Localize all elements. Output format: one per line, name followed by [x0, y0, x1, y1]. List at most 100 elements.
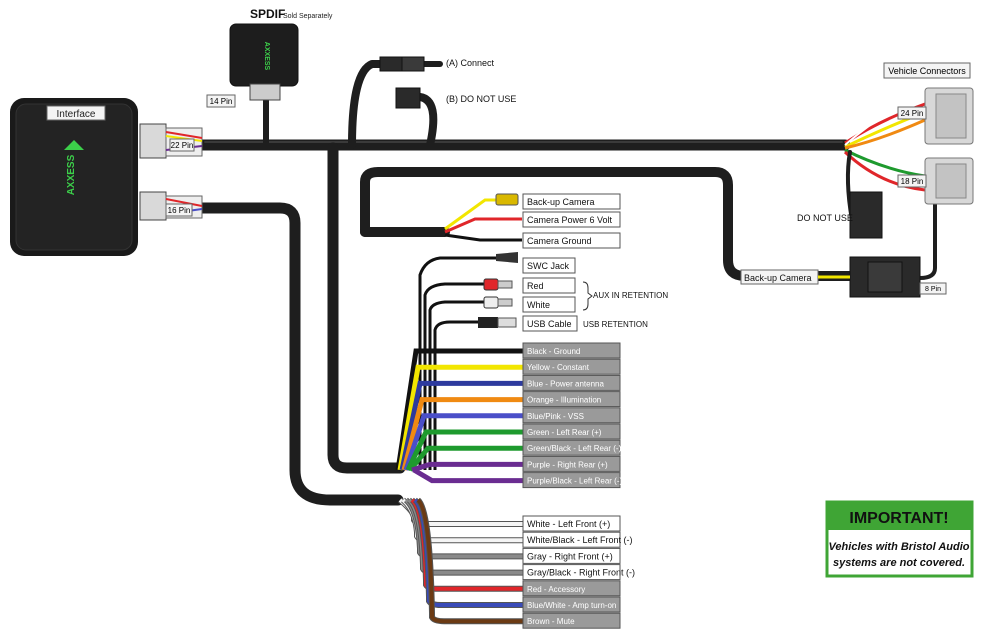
axxess-logo: AXXESS — [66, 154, 77, 195]
do-not-use-side-label: DO NOT USE — [797, 213, 853, 223]
upper-wire-label-0-text: Black - Ground — [527, 347, 580, 356]
upper-wire-label-2: Blue - Power antenna — [522, 374, 621, 391]
upper-wire-label-0: Black - Ground — [522, 342, 621, 359]
upper-wire-label-1: Yellow - Constant — [522, 358, 621, 375]
16pin-harness-cable — [196, 202, 404, 506]
upper-wire-label-5-text: Green - Left Rear (+) — [527, 428, 602, 437]
camera-wire-label-1-text: Camera Power 6 Volt — [527, 215, 613, 225]
lower-wire-label-0-text: White - Left Front (+) — [527, 519, 610, 529]
lower-wire-label-3: Gray/Black - Right Front (-) — [522, 564, 635, 581]
aux-wire-label-0-text: SWC Jack — [527, 261, 570, 271]
usb-plug — [478, 317, 498, 328]
lower-wire-label-3-text: Gray/Black - Right Front (-) — [527, 568, 635, 578]
upper-wire-label-5: Green - Left Rear (+) — [522, 423, 621, 440]
upper-wire-label-3: Orange - Illumination — [522, 391, 621, 408]
lower-wire-label-6: Brown - Mute — [522, 612, 621, 629]
rca-camera-plug — [495, 193, 519, 206]
aux-wire-label-2-text: White — [527, 300, 550, 310]
lower-wire-6 — [416, 498, 523, 624]
lower-wire-label-1-text: White/Black - Left Front (-) — [527, 535, 633, 545]
upper-wire-2 — [399, 380, 523, 471]
upper-wire-7 — [411, 461, 523, 473]
important-notice: IMPORTANT! Vehicles with Bristol Audio s… — [825, 500, 974, 578]
upper-wire-6 — [408, 445, 523, 472]
camera-loop-cable — [360, 167, 855, 281]
aux-wire-label-3-text: USB Cable — [527, 319, 572, 329]
14-pin-label: 14 Pin — [210, 97, 233, 106]
spdif-logo: AXXESS — [263, 42, 270, 71]
upper-wire-label-7: Purple - Right Rear (+) — [522, 455, 621, 472]
upper-wire-label-8-text: Purple/Black - Left Rear (-) — [527, 477, 622, 486]
important-title: IMPORTANT! — [849, 510, 948, 527]
upper-wire-label-8: Purple/Black - Left Rear (-) — [522, 472, 622, 489]
16-pin-connector: 16 Pin — [139, 191, 203, 221]
upper-wire-label-4-text: Blue/Pink - VSS — [527, 412, 584, 421]
important-message-line2: systems are not covered. — [833, 557, 965, 569]
aux-wire-label-1-text: Red — [527, 281, 544, 291]
16-pin-label: 16 Pin — [168, 206, 191, 215]
option-plugs: (A) Connect (B) DO NOT USE — [379, 56, 516, 109]
usb-retention-label: USB RETENTION — [583, 320, 648, 329]
upper-wire-label-3-text: Orange - Illumination — [527, 396, 601, 405]
vehicle-connectors: Vehicle Connectors 24 Pin 18 Pin DO NOT … — [797, 62, 974, 298]
connect-label: (A) Connect — [446, 58, 495, 68]
do-not-use-label: (B) DO NOT USE — [446, 94, 516, 104]
upper-wire-3 — [401, 397, 523, 471]
8-pin-label: 8 Pin — [925, 286, 941, 293]
upper-wire-5 — [405, 429, 523, 472]
lower-wire-label-4: Red - Accessory — [522, 580, 621, 597]
lower-wire-group: White - Left Front (+) White/Black - Left… — [398, 497, 635, 629]
lower-wire-label-5-text: Blue/White - Amp turn-on — [527, 601, 616, 610]
axxess-logo-mark — [64, 140, 84, 150]
camera-wire-label-0-text: Back-up Camera — [527, 197, 595, 207]
upper-wire-label-6: Green/Black - Left Rear (-) — [522, 439, 622, 456]
aux-wire-label-0: SWC Jack — [522, 257, 576, 274]
18-pin-label: 18 Pin — [901, 177, 924, 186]
red-rca-plug — [483, 278, 499, 291]
aux-wire-label-2: White — [522, 296, 576, 313]
option-plug-loop — [348, 60, 396, 149]
swc-jack-plug — [496, 252, 518, 263]
22-pin-label: 22 Pin — [171, 141, 194, 150]
white-rca-plug — [483, 296, 499, 309]
upper-wire-label-7-text: Purple - Right Rear (+) — [527, 460, 608, 469]
camera-wire-label-2: Camera Ground — [522, 232, 621, 249]
upper-wire-label-6-text: Green/Black - Left Rear (-) — [527, 444, 622, 453]
spdif-title: SPDIF — [250, 7, 285, 21]
24-pin-label: 24 Pin — [901, 109, 924, 118]
vertical-harness-cable — [327, 142, 406, 474]
upper-wire-label-1-text: Yellow - Constant — [527, 363, 590, 372]
spdif-module: SPDIF Sold Separately AXXESS 14 Pin — [206, 7, 333, 108]
upper-wire-8 — [412, 467, 523, 484]
unused-plug — [849, 191, 883, 239]
camera-wire-label-1: Camera Power 6 Volt — [522, 211, 621, 228]
important-message-line1: Vehicles with Bristol Audio — [829, 541, 970, 553]
lower-wire-label-2: Gray - Right Front (+) — [522, 547, 621, 564]
interface-label: Interface — [57, 109, 96, 120]
upper-wire-0 — [395, 348, 523, 471]
lower-wire-label-1: White/Black - Left Front (-) — [522, 531, 633, 548]
lower-wire-label-4-text: Red - Accessory — [527, 585, 585, 594]
lower-wire-label-5: Blue/White - Amp turn-on — [522, 596, 621, 613]
vehicle-connectors-label: Vehicle Connectors — [888, 66, 966, 76]
upper-wire-4 — [403, 413, 523, 471]
interface-module: Interface AXXESS — [10, 98, 138, 256]
lower-wire-label-6-text: Brown - Mute — [527, 617, 575, 626]
backup-camera-cable-label: Back-up Camera — [744, 273, 812, 283]
camera-wire-label-2-text: Camera Ground — [527, 236, 592, 246]
lower-wire-label-2-text: Gray - Right Front (+) — [527, 551, 613, 561]
22-pin-connector: 22 Pin — [139, 123, 203, 159]
spdif-subtitle: Sold Separately — [283, 13, 333, 20]
camera-wire-label-0: Back-up Camera — [522, 193, 621, 210]
aux-wire-label-3: USB Cable — [522, 315, 578, 332]
upper-wire-1 — [397, 364, 523, 471]
upper-wire-label-2-text: Blue - Power antenna — [527, 379, 604, 388]
upper-wire-label-4: Blue/Pink - VSS — [522, 407, 621, 424]
aux-retention-label: AUX IN RETENTION — [593, 291, 668, 300]
aux-wire-label-1: Red — [522, 277, 576, 294]
lower-wire-label-0: White - Left Front (+) — [522, 515, 621, 532]
